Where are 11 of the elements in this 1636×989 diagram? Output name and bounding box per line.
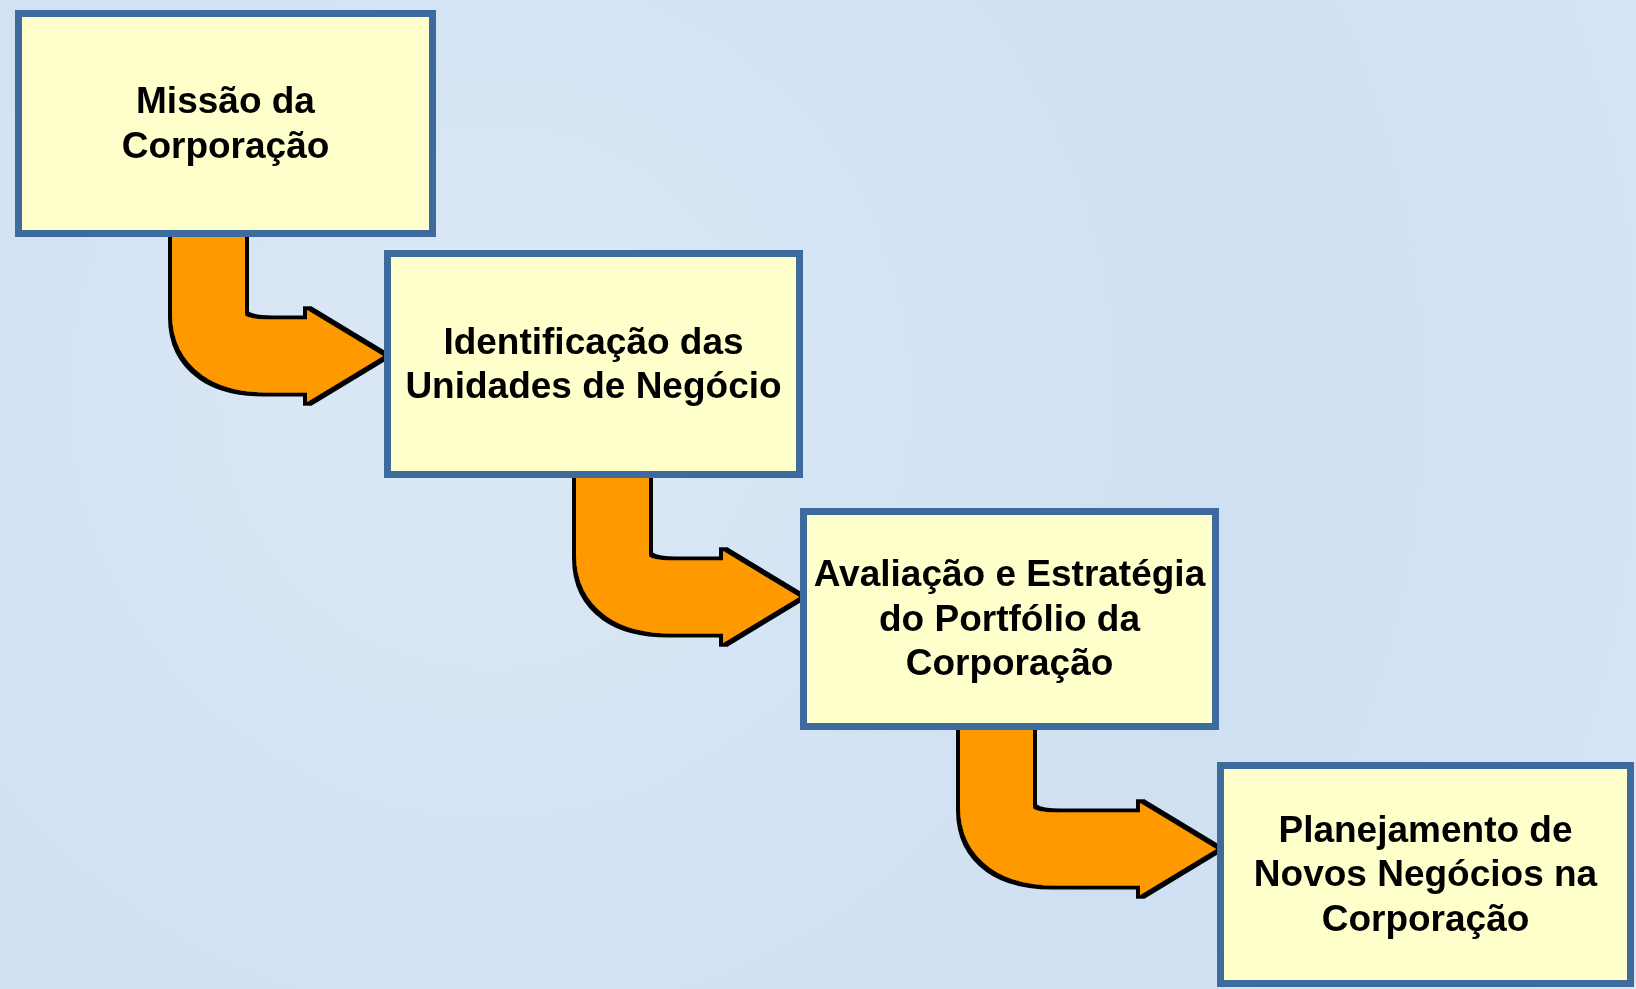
curved-arrow xyxy=(960,730,1216,895)
box-label: Missão da Corporação xyxy=(120,79,331,168)
box-label: Planejamento de Novos Negócios na Corporação xyxy=(1252,807,1599,941)
process-box xyxy=(800,508,1219,730)
curved-arrow xyxy=(576,478,799,643)
box-label: Avaliação e Estratégia do Portfólio da Corporação xyxy=(813,552,1206,686)
box-label: Identificação das Unidades de Negócio xyxy=(404,319,783,408)
process-box xyxy=(15,10,436,237)
process-box xyxy=(1217,762,1634,987)
curved-arrow xyxy=(172,237,383,402)
process-box xyxy=(384,250,803,478)
